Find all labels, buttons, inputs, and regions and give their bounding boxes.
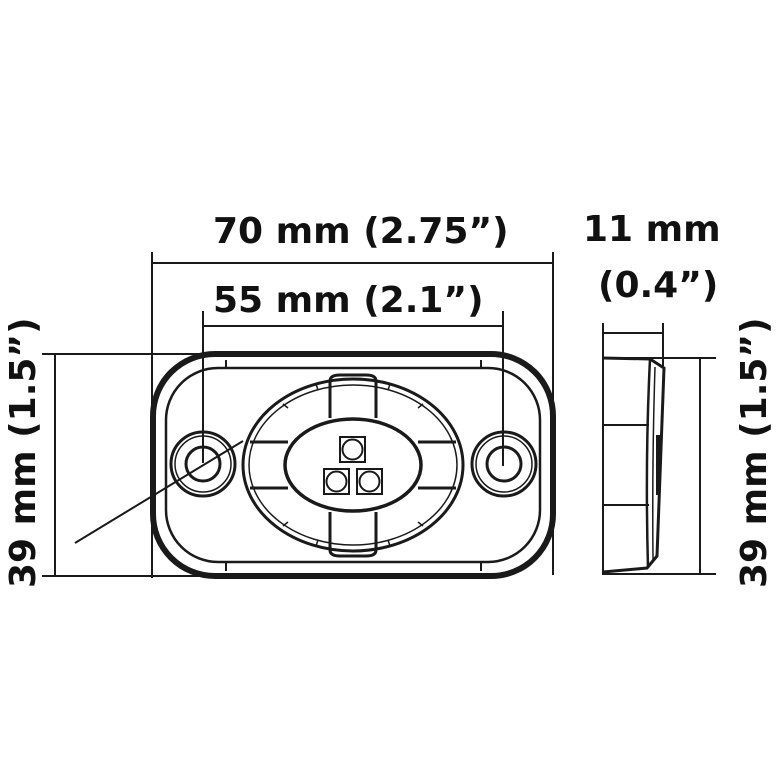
- mounting-hole-right: [470, 430, 538, 498]
- depth-label-mm: 11 mm: [583, 209, 721, 250]
- lens-assembly: [241, 373, 465, 558]
- side-profile: [602, 356, 666, 574]
- housing-outline: [150, 351, 556, 579]
- dim-height-front: [42, 353, 244, 577]
- led-bottom-left: [323, 468, 350, 495]
- dim-mount-spacing: [202, 311, 504, 466]
- mounting-hole-left: [169, 430, 237, 498]
- height-side-label: 39 mm (1.5”): [734, 317, 775, 588]
- side-view-drawing: [602, 323, 716, 575]
- depth-label-in: (0.4”): [598, 265, 719, 306]
- led-bottom-right: [356, 468, 383, 495]
- led-top: [339, 436, 366, 463]
- height-front-label: 39 mm (1.5”): [3, 317, 44, 588]
- overall-width-label: 70 mm (2.75”): [213, 211, 509, 252]
- mount-spacing-label: 55 mm (2.1”): [213, 280, 484, 321]
- led-chips: [323, 436, 383, 495]
